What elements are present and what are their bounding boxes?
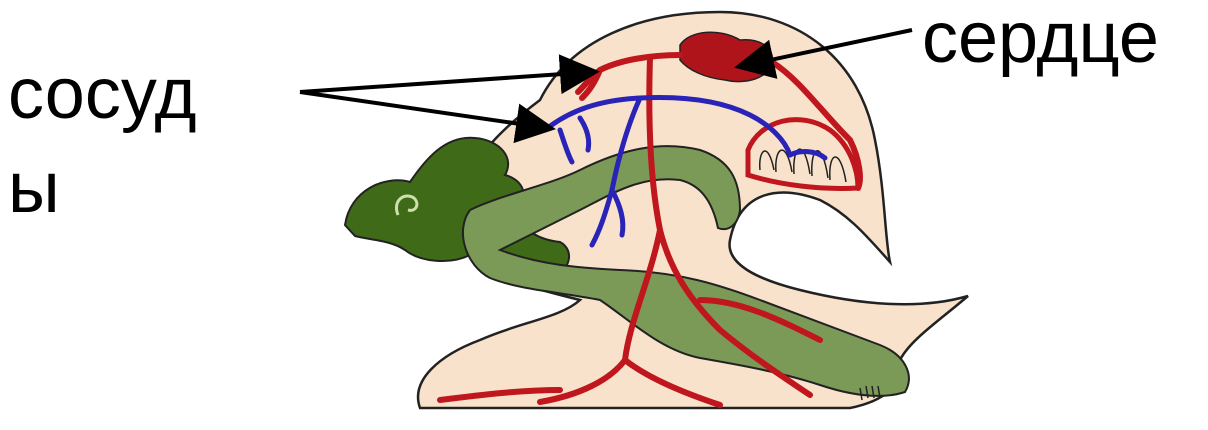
vessels-arrow-lower	[300, 92, 548, 128]
